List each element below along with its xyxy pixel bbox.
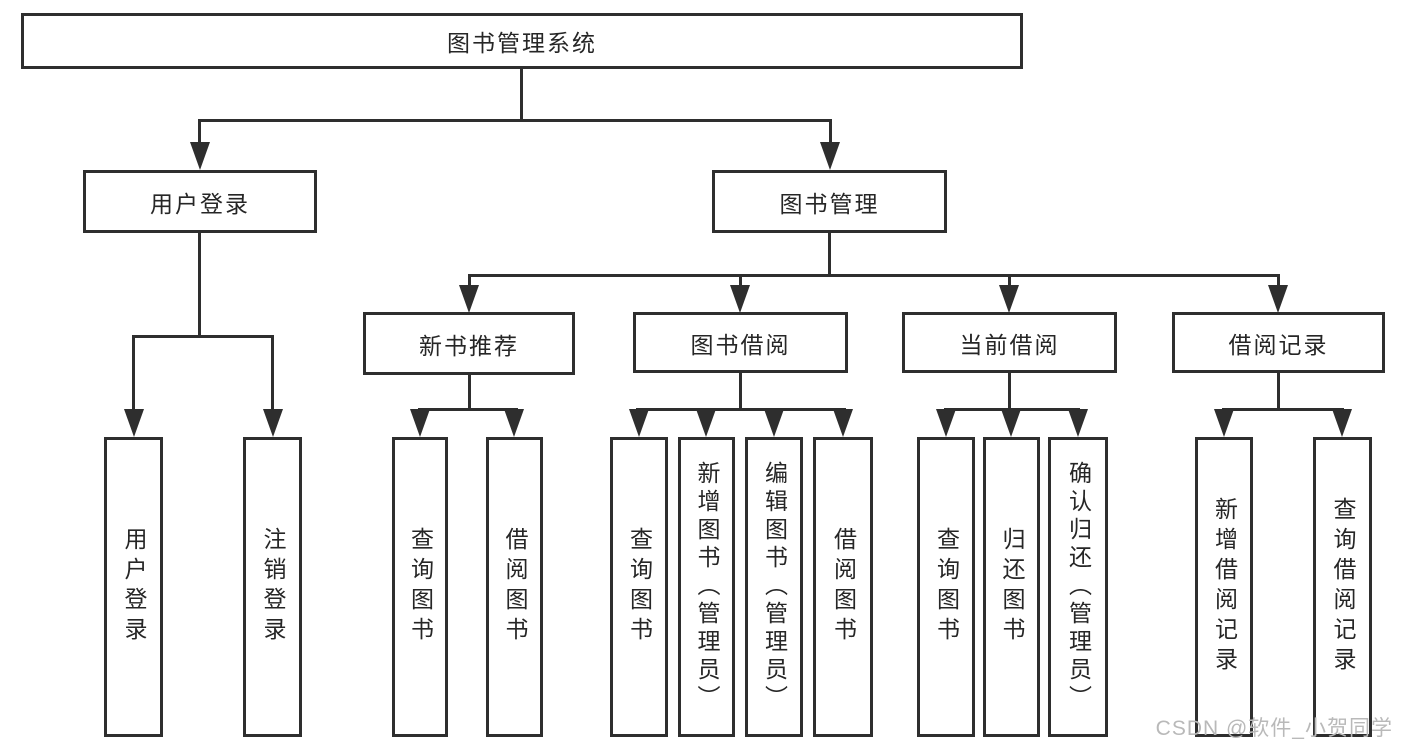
node-leaf-user-login: 用户登录 xyxy=(104,437,163,737)
connector-current-borrow-drop xyxy=(1008,274,1011,287)
connector-level2-rail xyxy=(198,119,832,122)
connector-book-mgmt-drop xyxy=(829,119,832,146)
node-current-borrow: 当前借阅 xyxy=(902,312,1117,373)
arrowhead-br-query xyxy=(1332,409,1352,437)
arrowhead-cb-return xyxy=(1001,409,1021,437)
connector-current-borrow-stem xyxy=(1008,373,1011,411)
connector-user-login-stem xyxy=(198,233,201,335)
arrowhead-br-add xyxy=(1214,409,1234,437)
connector-new-book-rail xyxy=(418,408,518,411)
connector-borrow-record-stem xyxy=(1277,373,1280,411)
arrowhead-book-mgmt xyxy=(820,142,840,170)
node-leaf-nb-query: 查询图书 xyxy=(392,437,448,737)
connector-leaf-login-drop xyxy=(132,335,135,412)
connector-new-book-stem xyxy=(468,375,471,411)
connector-leaf-logout-drop xyxy=(271,335,274,412)
node-leaf-bb-query: 查询图书 xyxy=(610,437,668,737)
connector-borrow-record-rail xyxy=(1222,408,1344,411)
node-leaf-cb-confirm: 确认归还（管理员） xyxy=(1048,437,1108,737)
node-leaf-bb-add-label: 新增图书（管理员） xyxy=(694,461,720,713)
node-leaf-bb-add: 新增图书（管理员） xyxy=(678,437,735,737)
node-book-borrow-label: 图书借阅 xyxy=(690,331,791,358)
node-leaf-cb-confirm-label: 确认归还（管理员） xyxy=(1065,461,1092,713)
arrowhead-nb-query xyxy=(410,409,430,437)
connector-root-stem xyxy=(520,69,523,122)
arrowhead-leaf-logout xyxy=(263,409,283,437)
node-leaf-br-query-label: 查询借阅记录 xyxy=(1330,497,1356,677)
arrowhead-current-borrow xyxy=(999,285,1019,313)
arrowhead-borrow-record xyxy=(1268,285,1288,313)
arrowhead-cb-confirm xyxy=(1068,409,1088,437)
arrowhead-cb-query xyxy=(936,409,956,437)
arrowhead-new-book xyxy=(459,285,479,313)
node-current-borrow-label: 当前借阅 xyxy=(959,331,1060,358)
arrowhead-bb-add xyxy=(696,409,716,437)
node-new-book: 新书推荐 xyxy=(363,312,575,375)
node-leaf-nb-query-label: 查询图书 xyxy=(407,527,434,647)
arrowhead-bb-query xyxy=(629,409,649,437)
node-borrow-record-label: 借阅记录 xyxy=(1228,331,1329,358)
node-leaf-bb-edit-label: 编辑图书（管理员） xyxy=(761,461,788,713)
node-leaf-cb-return-label: 归还图书 xyxy=(999,527,1025,647)
arrowhead-nb-borrow xyxy=(504,409,524,437)
node-leaf-user-login-label: 用户登录 xyxy=(121,527,147,647)
connector-book-borrow-rail xyxy=(636,408,846,411)
arrowhead-user-login xyxy=(190,142,210,170)
node-leaf-bb-edit: 编辑图书（管理员） xyxy=(745,437,803,737)
node-leaf-cb-query: 查询图书 xyxy=(917,437,975,737)
arrowhead-leaf-login xyxy=(124,409,144,437)
node-root-label: 图书管理系统 xyxy=(447,30,597,56)
connector-user-login-drop xyxy=(198,119,201,146)
node-leaf-bb-query-label: 查询图书 xyxy=(626,527,653,647)
node-leaf-nb-borrow-label: 借阅图书 xyxy=(502,527,528,647)
connector-new-book-drop xyxy=(468,274,471,287)
node-root: 图书管理系统 xyxy=(21,13,1023,69)
node-user-login: 用户登录 xyxy=(83,170,317,233)
node-borrow-record: 借阅记录 xyxy=(1172,312,1385,373)
node-user-login-label: 用户登录 xyxy=(150,190,250,217)
node-leaf-logout: 注销登录 xyxy=(243,437,302,737)
connector-level3-rail xyxy=(468,274,1280,277)
arrowhead-book-borrow xyxy=(730,285,750,313)
node-leaf-nb-borrow: 借阅图书 xyxy=(486,437,543,737)
connector-book-borrow-drop xyxy=(739,274,742,287)
arrowhead-bb-borrow xyxy=(833,409,853,437)
node-leaf-cb-query-label: 查询图书 xyxy=(933,527,960,647)
node-book-mgmt: 图书管理 xyxy=(712,170,947,233)
node-leaf-logout-label: 注销登录 xyxy=(260,527,286,647)
arrowhead-bb-edit xyxy=(764,409,784,437)
node-book-mgmt-label: 图书管理 xyxy=(779,190,880,217)
watermark: CSDN @软件_小贺同学 xyxy=(1155,717,1393,740)
node-leaf-bb-borrow: 借阅图书 xyxy=(813,437,873,737)
node-leaf-bb-borrow-label: 借阅图书 xyxy=(830,527,857,647)
connector-user-login-rail xyxy=(132,335,274,338)
node-book-borrow: 图书借阅 xyxy=(633,312,848,373)
node-leaf-br-add: 新增借阅记录 xyxy=(1195,437,1253,737)
connector-borrow-record-drop xyxy=(1277,274,1280,287)
connector-book-mgmt-stem xyxy=(828,233,831,277)
node-new-book-label: 新书推荐 xyxy=(419,332,519,359)
node-leaf-cb-return: 归还图书 xyxy=(983,437,1040,737)
node-leaf-br-add-label: 新增借阅记录 xyxy=(1211,497,1238,677)
node-leaf-br-query: 查询借阅记录 xyxy=(1313,437,1372,737)
connector-book-borrow-stem xyxy=(739,373,742,411)
